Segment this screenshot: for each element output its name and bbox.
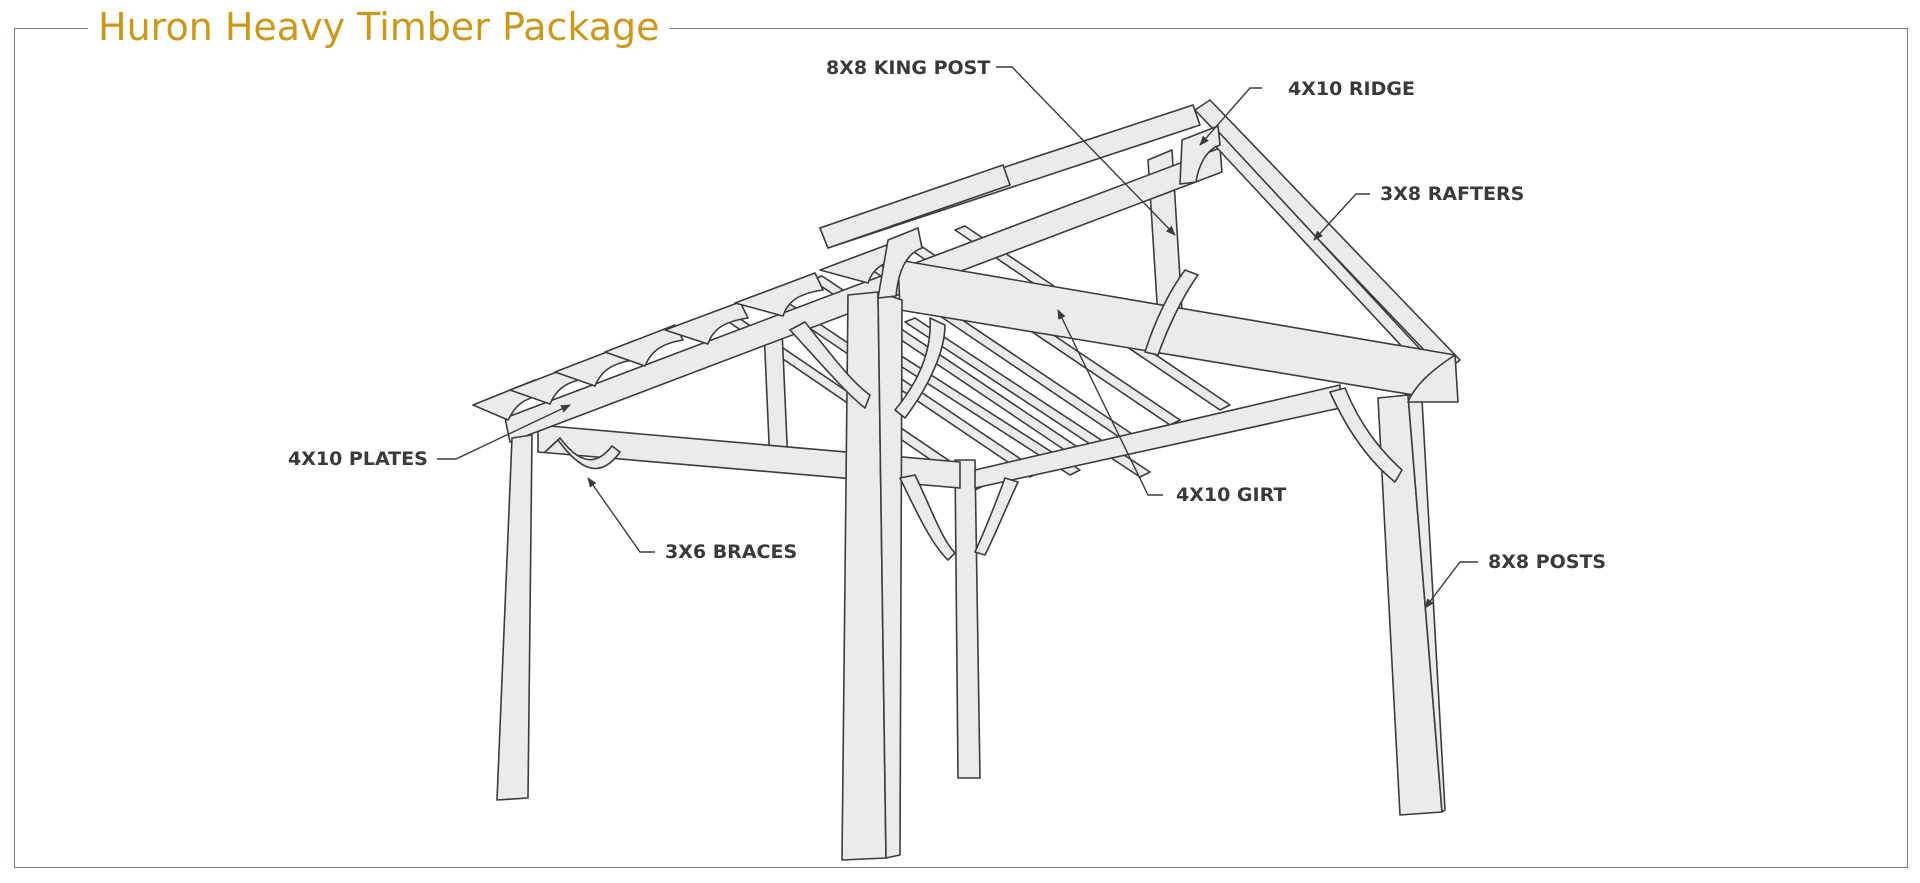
post-back-left — [496, 434, 533, 801]
girt-end-cap — [1407, 354, 1459, 403]
page-title: Huron Heavy Timber Package — [88, 2, 670, 52]
brace — [899, 474, 956, 561]
label-rafters: 3X8 RAFTERS — [1380, 183, 1525, 205]
label-braces: 3X6 BRACES — [665, 541, 798, 563]
post-front-left-side — [877, 291, 903, 859]
ridge-bracket — [1179, 125, 1221, 185]
brace — [544, 437, 621, 470]
rafter — [904, 317, 1151, 478]
leader-king-post — [996, 66, 1176, 236]
leader-rafters — [1313, 193, 1370, 241]
leader-plates — [437, 404, 571, 460]
label-king-post: 8X8 KING POST — [826, 57, 991, 79]
rafter-tail — [604, 324, 684, 367]
leader-posts — [1424, 561, 1478, 609]
rafter-tails-left — [472, 239, 909, 421]
ridge-beam-top — [819, 164, 1011, 249]
brace — [894, 317, 946, 419]
rafter-tail — [734, 272, 824, 317]
post-front-left-bracket — [877, 227, 923, 299]
label-girt: 4X10 GIRT — [1176, 484, 1287, 506]
diagram-frame — [14, 28, 1908, 868]
leader-girt — [1057, 309, 1163, 496]
leader-braces — [587, 477, 655, 553]
brace — [789, 321, 871, 409]
brace — [1329, 387, 1403, 483]
rafter-tail — [664, 301, 749, 345]
leader-ridge — [1199, 87, 1262, 146]
label-posts: 8X8 POSTS — [1488, 551, 1607, 573]
label-plates: 4X10 PLATES — [288, 448, 428, 470]
post-back-right — [954, 459, 981, 779]
rafter-gable-right — [1194, 99, 1461, 373]
braces-group — [544, 269, 1403, 561]
label-ridge: 4X10 RIDGE — [1288, 78, 1415, 100]
brace — [1144, 269, 1199, 356]
brace — [974, 477, 1019, 556]
